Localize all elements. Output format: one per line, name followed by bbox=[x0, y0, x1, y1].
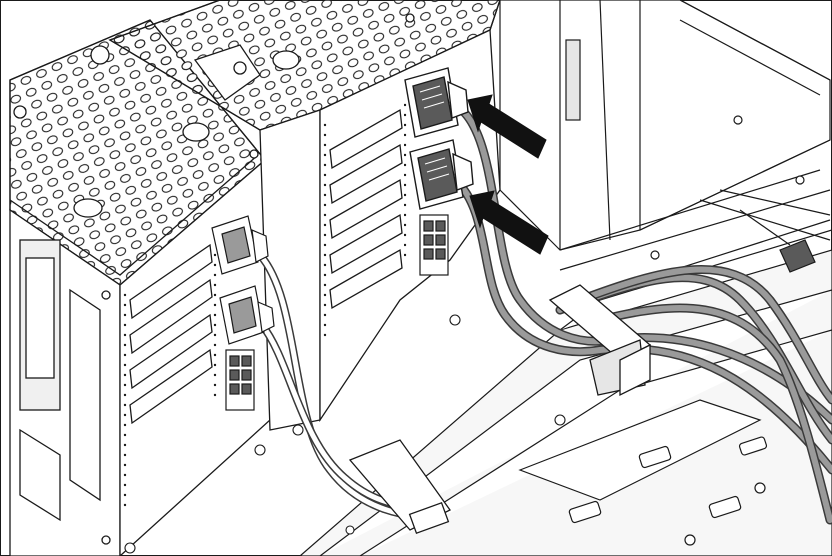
chassis-screws bbox=[124, 314, 566, 554]
backplane-power-connector-left bbox=[225, 349, 255, 411]
backplane-power-connector-right bbox=[419, 214, 449, 276]
left-backplane-connector-upper bbox=[211, 215, 269, 275]
chassis-floor bbox=[299, 229, 832, 556]
install-direction-arrow-icon bbox=[467, 94, 547, 159]
chassis-rear-wall bbox=[499, 0, 831, 301]
cable-clip bbox=[548, 284, 652, 397]
floor-cable-clip bbox=[348, 439, 451, 535]
rail-connector bbox=[739, 209, 816, 273]
left-backplane-connector-lower bbox=[219, 285, 275, 345]
cable-bundle-middle bbox=[450, 100, 832, 475]
cable-connector-upper bbox=[404, 67, 469, 138]
cable-connector-lower bbox=[409, 139, 474, 210]
cable-bundle-right bbox=[555, 265, 832, 525]
install-direction-arrow-icon bbox=[469, 190, 549, 255]
